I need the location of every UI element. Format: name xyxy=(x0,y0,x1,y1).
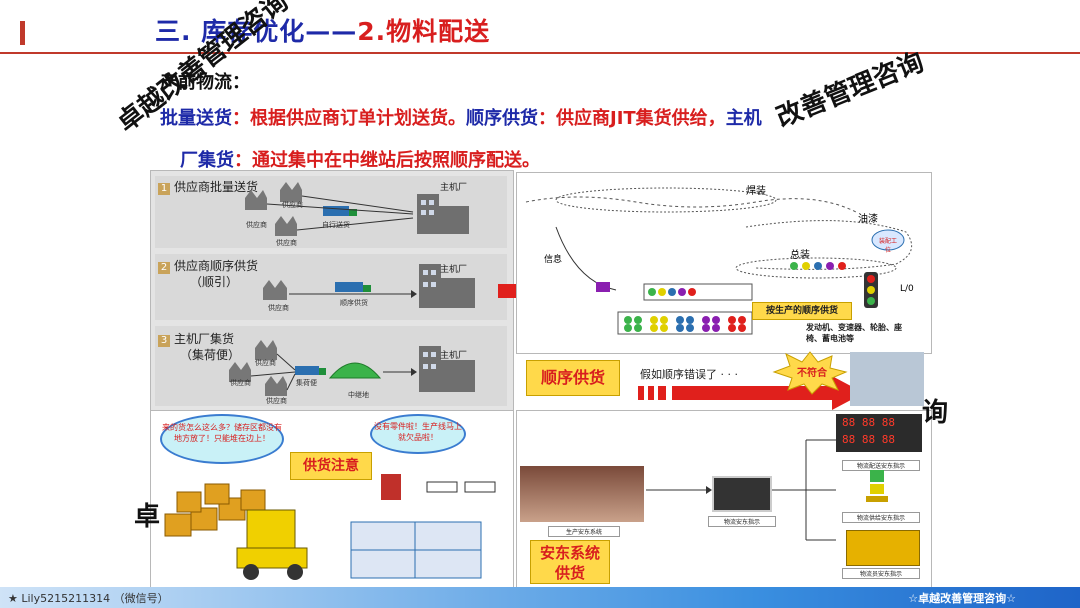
sequence-order-box: 按生产的顺序供货 xyxy=(752,302,852,320)
andon-supply-badge: 安东系统 供货 xyxy=(530,540,610,584)
watermark-2: 改善管理咨询 xyxy=(770,42,929,135)
batch-supplier-label-2: 供应商 xyxy=(246,220,267,230)
weld-label: 焊装 xyxy=(746,182,766,197)
intro-line-1: 批量送货：根据供应商订单计划送货。顺序供货：供应商JIT集货供给，主机 xyxy=(160,104,762,130)
sequence-oem-label: 主机厂 xyxy=(440,262,467,275)
consolidation-truck-label: 集荷便 xyxy=(296,378,317,388)
consolidation-supplier-label-3: 供应商 xyxy=(266,396,287,406)
title-main: 2.物料配送 xyxy=(357,17,490,46)
intro-term-batch: 批量送货 xyxy=(160,108,232,129)
batch-self-delivery-label: 自行送货 xyxy=(322,220,350,230)
batch-supplier-label-1: 供应商 xyxy=(282,200,303,210)
footer-brand: ☆卓越改善管理咨询☆ xyxy=(908,590,1016,606)
consolidation-supplier-label-1: 供应商 xyxy=(255,358,276,368)
andon-display-1-row-1: 88 88 88 xyxy=(836,414,922,431)
production-andon-label: 生产安东系统 xyxy=(548,526,620,537)
parts-list-label: 发动机、变速器、轮胎、座椅、蓄电池等 xyxy=(806,322,906,344)
consolidation-relay-label: 中继地 xyxy=(348,390,369,400)
intro-desc-consolidation: ：通过集中在中继站后按照顺序配送。 xyxy=(234,150,540,171)
andon-badge-line-2: 供货 xyxy=(531,563,609,583)
sequence-delivery-label: 顺序供货 xyxy=(340,298,368,308)
intro-desc-sequence: ：供应商JIT集货供给， xyxy=(538,108,726,129)
assembly-station-tag: 装配工位 xyxy=(877,236,899,254)
batch-oem-label: 主机厂 xyxy=(440,180,467,193)
andon-display-1-row-2: 88 88 88 xyxy=(836,431,922,448)
consolidation-oem-label: 主机厂 xyxy=(440,348,467,361)
watermark-3: 询 xyxy=(922,392,948,429)
watermark-4: 卓 xyxy=(134,496,160,533)
info-label: 信息 xyxy=(544,252,562,265)
consolidation-diagram xyxy=(155,326,507,406)
title-accent-mark xyxy=(20,21,25,45)
sequence-supply-badge: 顺序供货 xyxy=(526,360,620,396)
pc-monitor-icon xyxy=(712,476,772,512)
intro-term-oem: 主机 xyxy=(726,108,762,129)
mismatch-label: 不符合 xyxy=(792,364,832,379)
batch-supplier-label-3: 供应商 xyxy=(276,238,297,248)
speech-bubble-overstock: 来的货怎么这么多？储存区都没有地方放了！只能堆在边上！ xyxy=(160,414,284,464)
intro-term-consolidation: 厂集货 xyxy=(180,150,234,171)
intro-desc-batch: ：根据供应商订单计划送货。 xyxy=(232,108,466,129)
sequence-supplier-label: 供应商 xyxy=(268,303,289,313)
footer-wechat-id: ★ Lily5215211314 （微信号） xyxy=(8,590,169,606)
intro-term-sequence: 顺序供货 xyxy=(466,108,538,129)
production-andon-screen xyxy=(520,466,644,522)
andon-display-1: 88 88 88 88 88 88 xyxy=(836,414,922,452)
andon-station-photo xyxy=(846,530,920,566)
pc-andon-label: 物流安东指示 xyxy=(708,516,776,527)
warehouse-illustration xyxy=(155,468,507,584)
andon-right-label-2: 物流供给安东指示 xyxy=(842,512,920,523)
andon-badge-line-1: 安东系统 xyxy=(531,543,609,563)
lo-label: L/0 xyxy=(900,284,914,294)
speech-bubble-shortage: 没有零件啦！生产线马上就欠品啦！ xyxy=(370,414,466,454)
andon-right-label-3: 物流员安东指示 xyxy=(842,568,920,579)
consolidation-supplier-label-2: 供应商 xyxy=(230,378,251,388)
andon-light-icon xyxy=(862,470,892,508)
paint-label: 油漆 xyxy=(858,210,878,225)
assembly-label: 总装 xyxy=(790,246,810,261)
worker-photo xyxy=(850,352,924,406)
intro-line-2: 厂集货：通过集中在中继站后按照顺序配送。 xyxy=(180,146,540,172)
